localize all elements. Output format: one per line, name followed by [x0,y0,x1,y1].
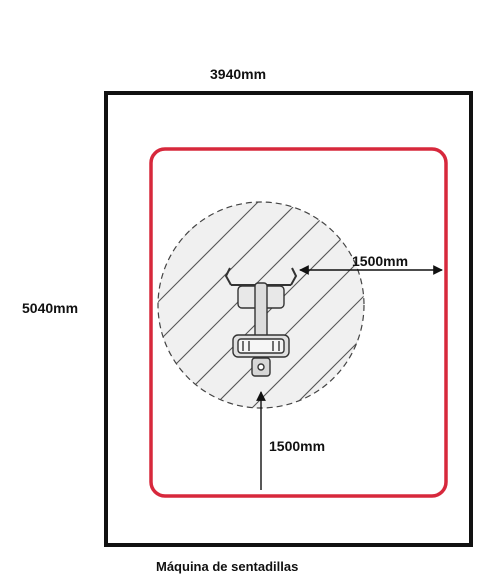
outer-boundary [104,91,473,547]
width-label: 3940mm [210,66,267,82]
radius-label-horizontal: 1500mm [352,253,408,269]
height-label: 5040mm [22,300,79,316]
radius-label-vertical: 1500mm [269,438,325,454]
diagram-caption: Máquina de sentadillas [156,559,299,574]
safety-zone [149,147,448,498]
squat-machine-icon [224,267,298,377]
